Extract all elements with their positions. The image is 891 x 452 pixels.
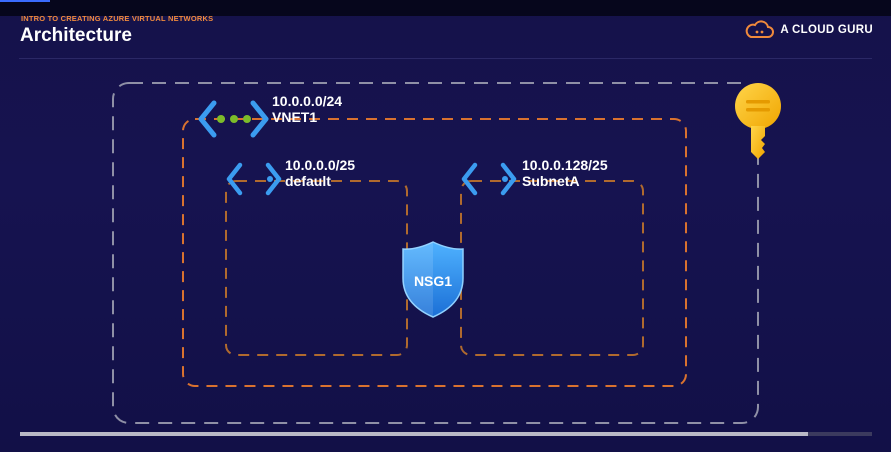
slide-progress-fill	[20, 432, 809, 436]
brand-name: A CLOUD GURU	[780, 24, 873, 36]
outer-boundary	[112, 82, 759, 424]
slide-progress-track[interactable]	[20, 432, 872, 436]
header-divider	[19, 58, 872, 59]
subnet-subneta-boundary	[460, 180, 644, 356]
brand-logo: A CLOUD GURU	[744, 20, 873, 40]
subnet-default-cidr: 10.0.0.0/25	[285, 157, 355, 173]
vnet-boundary	[182, 118, 687, 387]
vnet-cidr: 10.0.0.0/24	[272, 93, 342, 109]
top-accent-line	[0, 0, 50, 2]
nsg-name: NSG1	[414, 273, 452, 289]
top-bar	[0, 0, 891, 16]
subnet-subneta-name: SubnetA	[522, 173, 580, 189]
cloud-logo-icon	[746, 20, 775, 38]
vnet-icon	[198, 100, 269, 138]
subnet-default-boundary	[225, 180, 408, 356]
page-title: Architecture	[20, 25, 132, 46]
key-vault-icon	[735, 83, 781, 159]
course-kicker: INTRO TO CREATING AZURE VIRTUAL NETWORKS	[21, 14, 214, 23]
nsg-shield-icon: NSG1	[402, 241, 464, 318]
subnet-subneta-icon	[461, 162, 517, 196]
vnet-name: VNET1	[272, 109, 317, 125]
subnet-default-name: default	[285, 173, 331, 189]
subnet-subneta-cidr: 10.0.0.128/25	[522, 157, 608, 173]
subnet-default-icon	[226, 162, 282, 196]
